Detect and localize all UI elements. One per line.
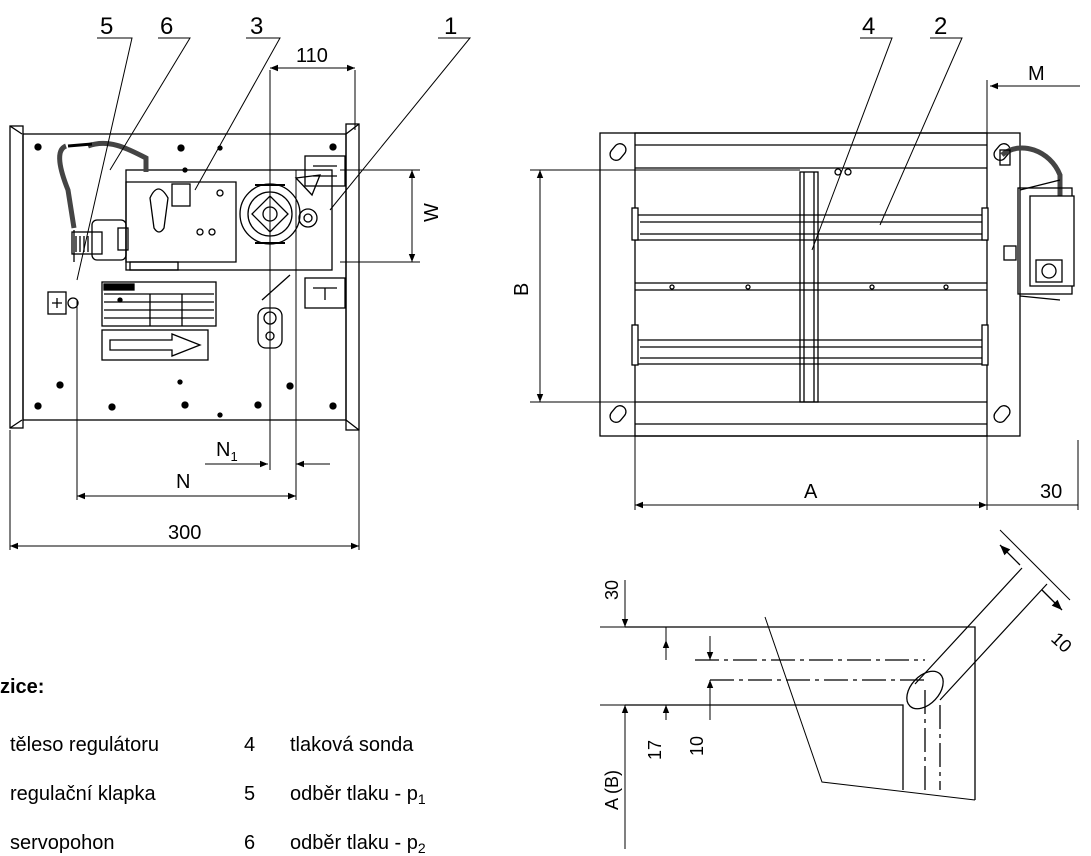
callout-4: 4 <box>862 13 875 40</box>
pressure-box-top <box>304 155 346 187</box>
dim-30-top: 30 <box>1040 481 1062 503</box>
dim-B: B <box>511 283 533 296</box>
callout-5: 5 <box>100 13 113 40</box>
dim-N1: N1 <box>216 439 238 464</box>
callout-2: 2 <box>934 13 947 40</box>
legend-row-2-desc: odběr tlaku - p1 <box>290 783 426 807</box>
detail-view <box>625 529 1071 801</box>
right-dimensions <box>530 37 1080 510</box>
dim-A-B: A (B) <box>602 770 622 810</box>
left-dimensions <box>9 37 472 550</box>
callout-1: 1 <box>444 13 457 40</box>
detail-dimensions <box>600 580 720 849</box>
legend-row-3-text: servopohon <box>10 832 115 854</box>
pressure-box-bottom <box>304 277 346 309</box>
dim-110: 110 <box>296 45 328 67</box>
dim-10-diag: 10 <box>1047 628 1075 656</box>
dim-10-vert: 10 <box>687 736 707 756</box>
flow-arrow-plate <box>101 329 209 361</box>
outer-frame <box>599 132 1021 437</box>
callout-3: 3 <box>250 13 263 40</box>
legend-row-2-text: regulační klapka <box>10 783 156 805</box>
legend-row-3-num: 6 <box>244 832 256 854</box>
body-plate <box>22 133 347 421</box>
right-view <box>599 132 1075 437</box>
dim-W: W <box>421 203 443 222</box>
name-plate <box>101 281 217 327</box>
legend-row-1-text: těleso regulátoru <box>10 734 159 756</box>
dim-30-detail: 30 <box>602 580 622 600</box>
legend-title: zice: <box>0 676 45 698</box>
dim-N: N <box>176 471 190 493</box>
legend-row-3-desc: odběr tlaku - p2 <box>290 832 426 856</box>
dim-A: A <box>804 481 818 503</box>
callout-6: 6 <box>160 13 173 40</box>
left-flange <box>9 125 24 429</box>
legend-row-2-num: 5 <box>244 783 256 805</box>
dim-17: 17 <box>645 740 665 760</box>
corner-slots <box>609 143 1011 423</box>
legend-row-1-num: 4 <box>244 734 256 756</box>
dim-300: 300 <box>168 522 201 544</box>
dim-M: M <box>1028 63 1045 85</box>
left-view <box>9 123 360 431</box>
legend-row-1-desc: tlaková sonda <box>290 734 414 756</box>
